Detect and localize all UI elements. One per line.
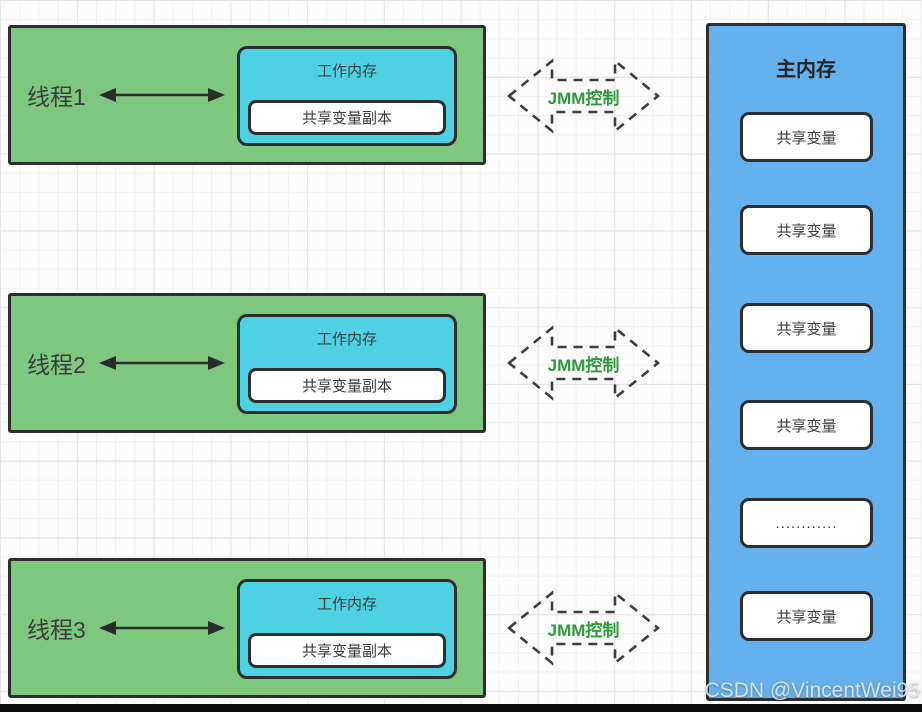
- ellipsis-slot: ............: [740, 498, 873, 548]
- shared-variable-slot: 共享变量: [740, 205, 873, 255]
- thread-1-label: 线程1: [27, 84, 86, 110]
- jmm-control-label: JMM控制: [547, 88, 620, 108]
- shared-variable-slot: 共享变量: [740, 303, 873, 353]
- shared-variable-copy-box: 共享变量副本: [248, 633, 446, 668]
- shared-variable-slot: 共享变量: [740, 591, 873, 641]
- jmm-control-arrow-3: JMM控制: [507, 587, 660, 669]
- bidirectional-arrow-icon: [99, 356, 225, 370]
- thread-2-label: 线程2: [27, 352, 86, 378]
- jmm-control-label: JMM控制: [547, 620, 620, 640]
- thread-2-box: 线程2 工作内存 共享变量副本: [8, 293, 486, 433]
- dashed-double-arrow-icon: [507, 58, 660, 134]
- bidirectional-arrow-icon: [99, 621, 225, 635]
- jmm-control-label: JMM控制: [547, 355, 620, 375]
- main-memory-box: 主内存 共享变量 共享变量 共享变量 共享变量 ............ 共享变…: [706, 23, 906, 701]
- working-memory-title: 工作内存: [316, 331, 377, 348]
- jmm-control-arrow-2: JMM控制: [507, 322, 660, 404]
- thread-1-box: 线程1 工作内存 共享变量副本: [8, 25, 486, 165]
- thread-3-box: 线程3 工作内存 共享变量副本: [8, 558, 486, 698]
- thread-1-working-memory-box: 工作内存 共享变量副本: [237, 46, 457, 146]
- thread-3-label: 线程3: [27, 617, 86, 643]
- dashed-double-arrow-icon: [507, 590, 660, 666]
- watermark: CSDN @VincentWei95: [704, 679, 920, 702]
- thread-2-working-memory-box: 工作内存 共享变量副本: [237, 314, 457, 414]
- bidirectional-arrow-icon: [99, 88, 225, 102]
- shared-variable-slot: 共享变量: [740, 400, 873, 450]
- thread-3-working-memory-box: 工作内存 共享变量副本: [237, 579, 457, 679]
- main-memory-title: 主内存: [776, 59, 836, 81]
- shared-variable-copy-box: 共享变量副本: [248, 100, 446, 135]
- shared-variable-slot: 共享变量: [740, 112, 873, 162]
- working-memory-title: 工作内存: [316, 63, 377, 80]
- dashed-double-arrow-icon: [507, 325, 660, 401]
- jmm-control-arrow-1: JMM控制: [507, 55, 660, 137]
- working-memory-title: 工作内存: [316, 596, 377, 613]
- bottom-bar: [0, 704, 922, 712]
- shared-variable-copy-box: 共享变量副本: [248, 368, 446, 403]
